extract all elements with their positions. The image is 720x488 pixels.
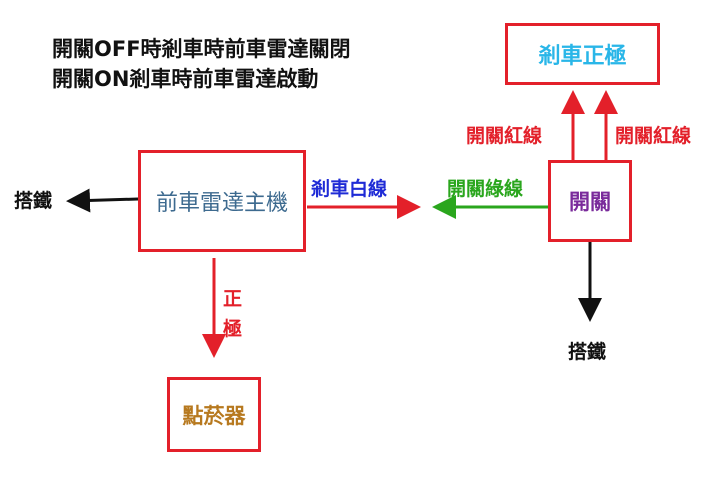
brake-positive-box: 剎車正極	[505, 23, 660, 85]
switch-box: 開關	[548, 160, 632, 242]
brake-white-wire-label: 剎車白線	[311, 178, 388, 200]
switch-green-wire-label: 開關綠線	[447, 178, 524, 200]
radar-host-box: 前車雷達主機	[138, 150, 306, 252]
switch-red-wire-label-left: 開關紅線	[466, 125, 543, 147]
switch-red-wire-label-right: 開關紅線	[615, 125, 692, 147]
note-on: 開關ON剎車時前車雷達啟動	[52, 67, 319, 91]
radar-ground-arrow	[66, 188, 139, 213]
positive-label-char1: 正	[223, 288, 243, 310]
switch-ground-label: 搭鐵	[568, 341, 607, 363]
note-off: 開關OFF時剎車時前車雷達關閉	[52, 37, 351, 61]
positive-label-char2: 極	[223, 318, 243, 340]
igniter-box: 點菸器	[167, 377, 261, 452]
radar-ground-label: 搭鐵	[14, 190, 53, 212]
